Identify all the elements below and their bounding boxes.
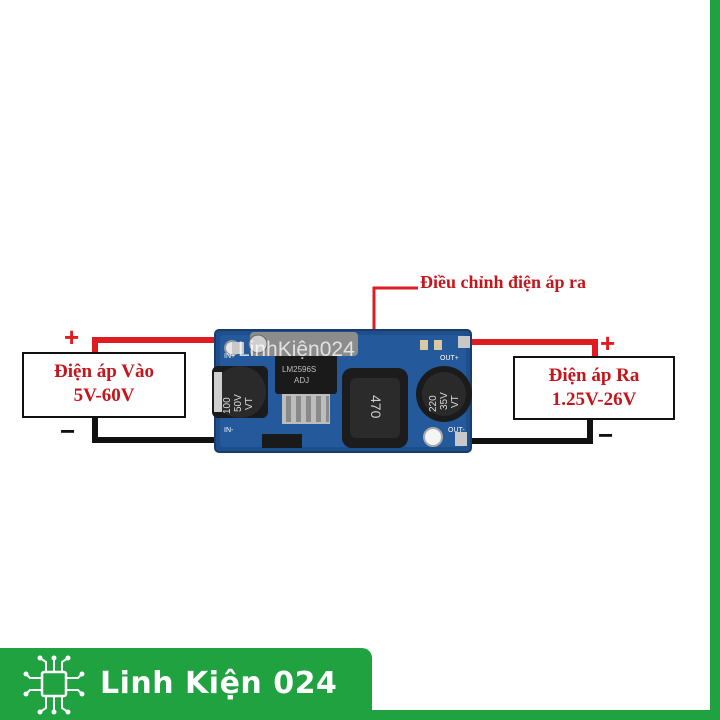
- chip-marking-adj: ADJ: [294, 376, 309, 385]
- svg-text:50V: 50V: [233, 394, 244, 412]
- input-minus-sign: −: [60, 416, 76, 446]
- output-plus-sign: +: [600, 328, 616, 358]
- input-capacitor: [212, 366, 268, 418]
- input-capacitor-label: 100 50V VT: [222, 394, 255, 414]
- output-capacitor-label: 220 35V VT: [428, 392, 461, 412]
- output-voltage-title: Điện áp Ra: [548, 365, 640, 386]
- svg-text:220: 220: [428, 395, 439, 412]
- label-out-plus: OUT+: [440, 355, 459, 362]
- input-minus-wire: [92, 414, 240, 443]
- input-voltage-box: Điện áp Vào 5V-60V: [22, 352, 186, 418]
- inductor: [342, 368, 408, 448]
- input-voltage-title: Điện áp Vào: [54, 361, 154, 382]
- brand-name: Linh Kiện 024: [100, 666, 338, 701]
- label-in-minus: IN-: [224, 427, 234, 434]
- schottky-diode: [262, 434, 302, 448]
- output-voltage-box: Điện áp Ra 1.25V-26V: [513, 356, 675, 420]
- label-in-plus: IN+: [224, 353, 235, 360]
- brand-footer: Linh Kiện 024: [0, 648, 372, 720]
- svg-text:35V: 35V: [439, 392, 450, 410]
- regulator-chip: [275, 348, 337, 424]
- svg-text:VT: VT: [450, 395, 461, 408]
- input-voltage-range: 5V-60V: [73, 385, 135, 406]
- svg-text:VT: VT: [244, 397, 255, 410]
- adjust-output-label: Điều chỉnh điện áp ra: [420, 272, 587, 292]
- output-capacitor: [416, 366, 472, 422]
- adjust-pointer-line: [372, 286, 418, 336]
- mount-hole-bottom-right: [423, 427, 443, 447]
- trimmer-potentiometer: [248, 332, 358, 356]
- output-plus-wire: [455, 339, 598, 356]
- inductor-marking: 470: [368, 395, 384, 419]
- watermark-text: LinhKiện024: [238, 338, 355, 361]
- chip-marking: LM2596S: [282, 365, 316, 374]
- svg-text:100: 100: [222, 397, 233, 414]
- circuit-chip-icon: [23, 655, 85, 715]
- label-out-minus: OUT-: [448, 427, 465, 434]
- pcb-board: [212, 329, 472, 453]
- output-minus-sign: −: [598, 420, 614, 450]
- input-plus-sign: +: [64, 322, 80, 352]
- output-minus-wire: [455, 416, 593, 444]
- output-voltage-range: 1.25V-26V: [551, 389, 637, 410]
